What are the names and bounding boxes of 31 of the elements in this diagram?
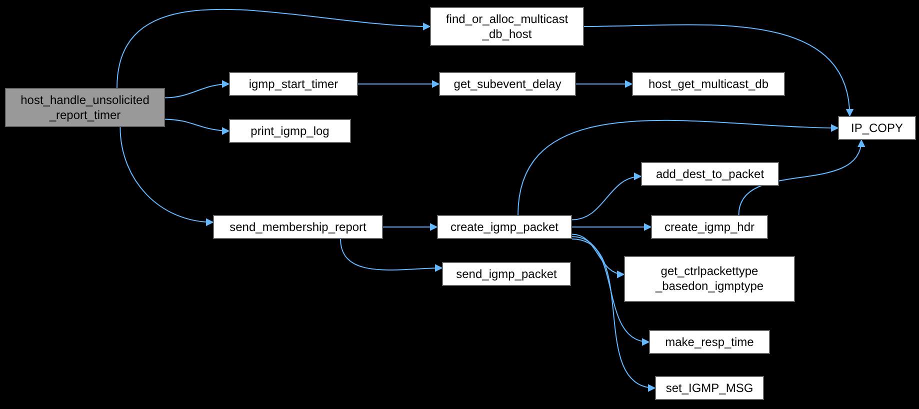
arrow <box>584 24 853 117</box>
function-box: make_resp_time <box>649 330 770 354</box>
arrow <box>572 223 652 231</box>
arrow <box>116 8 431 88</box>
function-box: host_get_multicast_db <box>632 72 785 96</box>
arrow <box>572 236 650 345</box>
function-box: create_igmp_packet <box>437 215 572 239</box>
function-box: igmp_start_timer <box>229 72 358 96</box>
arrow <box>738 139 864 216</box>
function-box: add_dest_to_packet <box>641 162 779 186</box>
function-box: get_subevent_delay <box>439 72 576 96</box>
arrow <box>518 120 839 216</box>
arrow <box>382 223 438 231</box>
function-box: get_ctrlpackettype _basedon_igmptype <box>624 256 795 302</box>
function-box: host_handle_unsolicited _report_timer <box>5 88 165 127</box>
arrow <box>572 238 656 390</box>
function-box: send_membership_report <box>213 215 383 239</box>
arrow <box>572 173 642 220</box>
function-box: find_or_alloc_multicast _db_host <box>430 7 584 46</box>
arrow <box>164 80 230 98</box>
arrow <box>164 118 230 135</box>
arrow <box>340 238 443 272</box>
arrow <box>576 80 633 88</box>
function-box: create_igmp_hdr <box>651 215 768 239</box>
function-box: IP_COPY <box>838 116 916 140</box>
function-box: set_IGMP_MSG <box>655 376 764 400</box>
arrow <box>358 80 440 88</box>
arrow <box>120 126 214 226</box>
function-box: print_igmp_log <box>229 119 351 143</box>
function-box: send_igmp_packet <box>442 262 571 286</box>
arrow <box>572 234 625 278</box>
